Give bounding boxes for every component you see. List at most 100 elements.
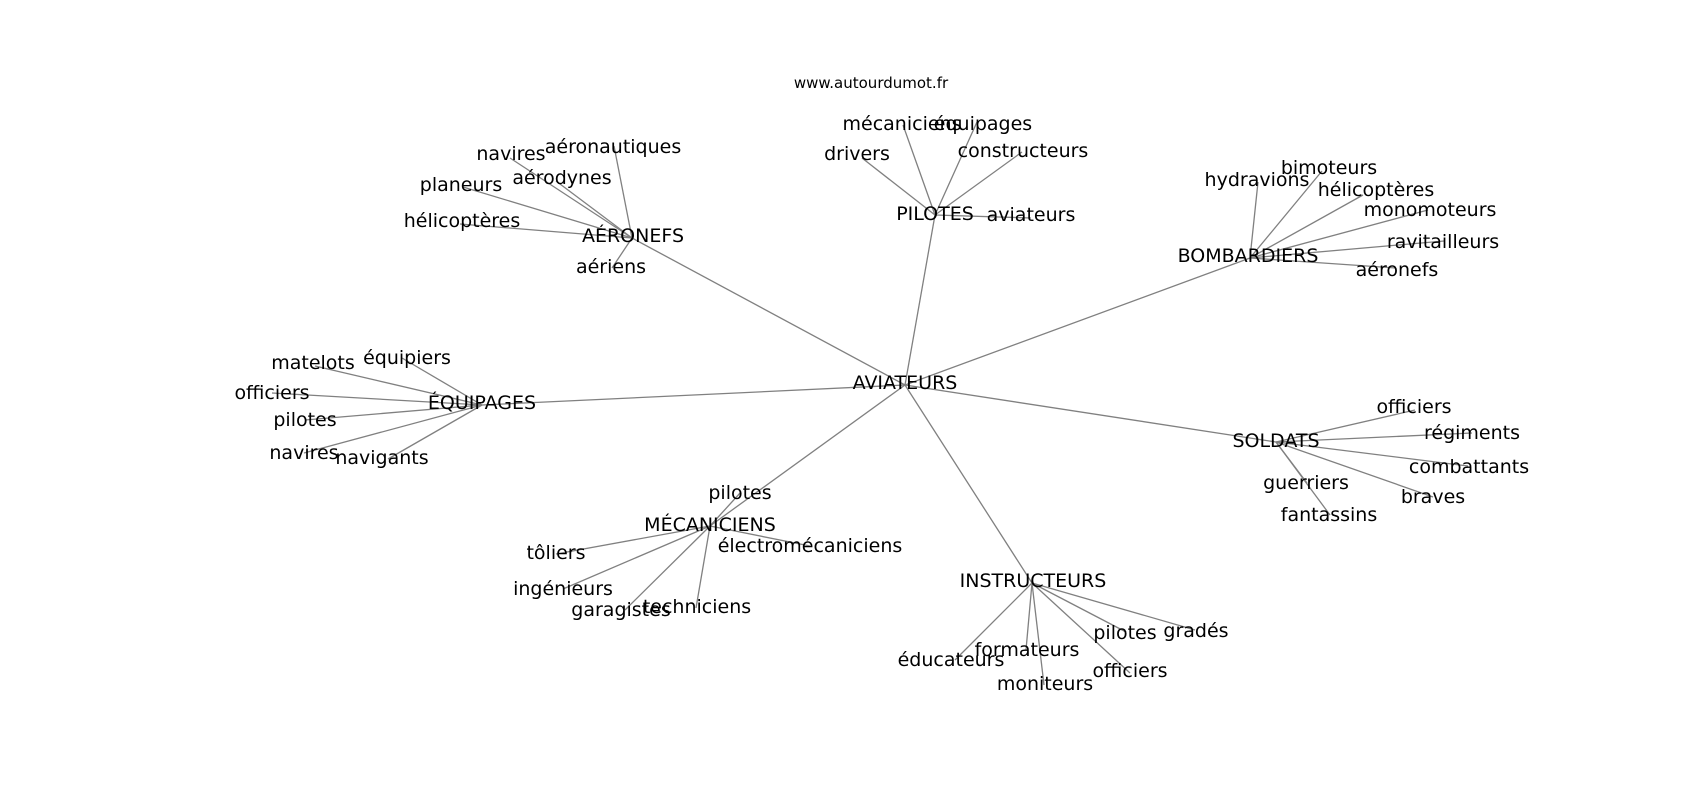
edge-center-to-group xyxy=(904,257,1251,386)
leaf-node-label[interactable]: aériens xyxy=(576,256,646,278)
edge-group-to-leaf xyxy=(902,124,936,216)
edge-group-to-leaf xyxy=(1031,582,1131,674)
leaf-node-label[interactable]: techniciens xyxy=(643,596,751,618)
edge-group-to-leaf xyxy=(861,157,936,216)
leaf-node-label[interactable]: équipiers xyxy=(363,347,451,369)
edge-group-to-leaf xyxy=(934,121,978,216)
leaf-node-label[interactable]: hélicoptères xyxy=(404,210,521,232)
edge-group-to-leaf xyxy=(613,145,633,239)
edge-group-to-leaf xyxy=(1031,582,1196,631)
leaf-node-label[interactable]: aéronautiques xyxy=(545,136,682,158)
edge-group-to-leaf xyxy=(954,582,1033,661)
edge-group-to-leaf xyxy=(462,186,633,239)
edges-layer xyxy=(271,121,1473,686)
edge-group-to-leaf xyxy=(1031,582,1045,686)
edge-center-to-group xyxy=(904,384,1033,584)
leaf-node-label[interactable]: hydravions xyxy=(1205,169,1310,191)
leaf-node-label[interactable]: constructeurs xyxy=(958,140,1089,162)
edge-group-to-leaf xyxy=(459,223,633,239)
leaf-node-label[interactable]: navires xyxy=(476,143,545,165)
edge-group-to-leaf xyxy=(1275,432,1473,443)
edge-group-to-leaf xyxy=(1249,257,1397,269)
edge-group-to-leaf xyxy=(1031,582,1127,633)
leaf-node-label[interactable]: fantassins xyxy=(1281,504,1377,526)
leaf-node-label[interactable]: braves xyxy=(1401,486,1465,508)
edge-center-to-group xyxy=(904,384,1277,443)
leaf-node-label[interactable]: hélicoptères xyxy=(1318,179,1435,201)
edge-group-to-leaf xyxy=(709,491,742,527)
center-node-label[interactable]: AVIATEURS xyxy=(853,372,958,394)
leaf-node-label[interactable]: éducateurs xyxy=(898,649,1005,671)
edge-group-to-leaf xyxy=(1249,181,1259,259)
group-node-label[interactable]: AÉRONEFS xyxy=(582,224,684,247)
edge-group-to-leaf xyxy=(1275,409,1416,443)
edge-group-to-leaf xyxy=(1249,240,1445,259)
leaf-node-label[interactable]: pilotes xyxy=(273,409,336,431)
leaf-node-label[interactable]: pilotes xyxy=(708,482,771,504)
edge-center-to-group xyxy=(631,237,906,386)
leaf-node-label[interactable]: officiers xyxy=(234,382,309,404)
leaf-node-label[interactable]: drivers xyxy=(824,143,890,165)
edge-group-to-leaf xyxy=(314,365,483,406)
edge-group-to-leaf xyxy=(303,404,483,454)
edge-group-to-leaf xyxy=(1275,441,1434,498)
leaf-node-label[interactable]: ravitailleurs xyxy=(1387,231,1499,253)
leaf-node-label[interactable]: matelots xyxy=(271,352,355,374)
edge-group-to-leaf xyxy=(709,525,811,547)
edge-group-to-leaf xyxy=(611,237,633,269)
edge-group-to-leaf xyxy=(1275,441,1331,516)
edge-center-to-group xyxy=(709,384,906,527)
edge-group-to-leaf xyxy=(624,525,711,611)
leaf-node-label[interactable]: planeurs xyxy=(420,174,502,196)
leaf-node-label[interactable]: officiers xyxy=(1376,396,1451,418)
leaf-node-label[interactable]: garagistes xyxy=(571,599,670,621)
leaf-node-label[interactable]: officiers xyxy=(1092,660,1167,682)
leaf-node-label[interactable]: électromécaniciens xyxy=(718,535,903,557)
leaf-node-label[interactable]: aviateurs xyxy=(987,204,1076,226)
source-url: www.autourdumot.fr xyxy=(794,74,949,92)
edge-group-to-leaf xyxy=(1025,582,1033,651)
edge-group-to-leaf xyxy=(1249,170,1323,259)
group-node-label[interactable]: ÉQUIPAGES xyxy=(428,391,536,414)
edge-group-to-leaf xyxy=(1249,209,1429,259)
leaf-node-label[interactable]: combattants xyxy=(1409,456,1529,478)
edge-group-to-leaf xyxy=(555,180,633,239)
leaf-node-label[interactable]: tôliers xyxy=(526,542,585,564)
group-node-label[interactable]: BOMBARDIERS xyxy=(1178,245,1319,267)
edge-group-to-leaf xyxy=(401,357,483,406)
leaf-node-label[interactable]: aérodynes xyxy=(512,167,611,189)
edge-group-to-leaf xyxy=(562,525,711,590)
group-node-label[interactable]: PILOTES xyxy=(896,203,974,225)
edge-center-to-group xyxy=(904,214,936,386)
leaf-node-label[interactable]: gradés xyxy=(1163,620,1228,642)
edge-group-to-leaf xyxy=(1249,194,1364,259)
leaf-node-label[interactable]: formateurs xyxy=(975,639,1080,661)
leaf-node-label[interactable]: régiments xyxy=(1424,422,1520,444)
leaf-node-label[interactable]: ingénieurs xyxy=(513,578,613,600)
edge-group-to-leaf xyxy=(304,404,483,421)
leaf-node-label[interactable]: navigants xyxy=(335,447,428,469)
edge-group-to-leaf xyxy=(1275,441,1469,467)
group-node-label[interactable]: SOLDATS xyxy=(1232,430,1319,452)
edge-center-to-group xyxy=(481,384,906,406)
leaf-node-label[interactable]: navires xyxy=(269,442,338,464)
edge-group-to-leaf xyxy=(555,525,711,555)
edge-group-to-leaf xyxy=(695,525,711,609)
group-node-label[interactable]: INSTRUCTEURS xyxy=(960,570,1107,592)
leaf-node-label[interactable]: guerriers xyxy=(1263,472,1349,494)
leaf-node-label[interactable]: aéronefs xyxy=(1356,259,1439,281)
group-node-label[interactable]: MÉCANICIENS xyxy=(644,513,776,536)
edge-group-to-leaf xyxy=(934,214,1032,219)
leaf-node-label[interactable]: pilotes xyxy=(1093,622,1156,644)
edge-group-to-leaf xyxy=(271,392,483,406)
leaf-node-label[interactable]: mécaniciens xyxy=(843,113,962,135)
edge-group-to-leaf xyxy=(934,151,1023,216)
edge-group-to-leaf xyxy=(387,404,483,460)
leaf-node-label[interactable]: moniteurs xyxy=(997,673,1093,695)
leaf-node-label[interactable]: bimoteurs xyxy=(1281,157,1377,179)
leaf-node-label[interactable]: équipages xyxy=(934,113,1032,135)
edge-group-to-leaf xyxy=(509,157,633,239)
leaf-node-label[interactable]: monomoteurs xyxy=(1364,199,1497,221)
